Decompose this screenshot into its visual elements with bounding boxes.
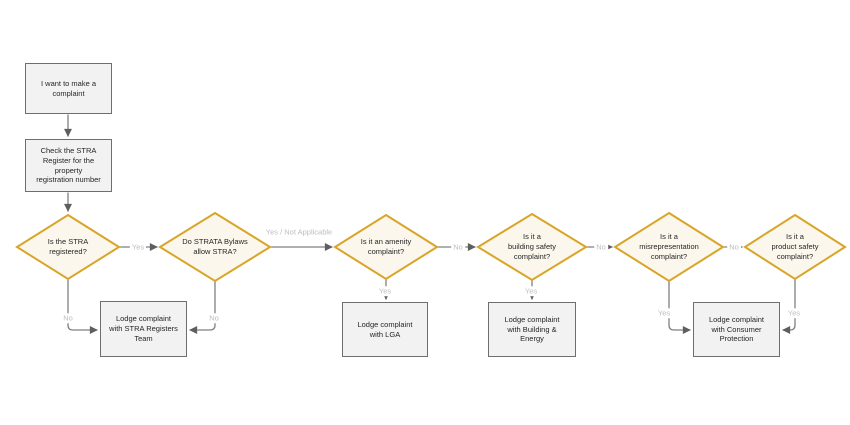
- outcome-lga: Lodge complaint with LGA: [342, 302, 428, 357]
- decision-shape-product-safety: [743, 213, 847, 281]
- edge-label-building-yes: Yes: [522, 286, 540, 296]
- edge-label-misrep-no: No: [727, 242, 741, 252]
- edge-label-bylaws-no: No: [207, 313, 221, 323]
- connector-bylaws-no: [189, 281, 216, 334]
- decision-shape-misrepresentation: [613, 211, 725, 283]
- outcome-consumer-protection: Lodge complaint with Consumer Protection: [693, 302, 780, 357]
- decision-shape-building-safety: [476, 212, 588, 282]
- connector-registered-no: [67, 279, 98, 334]
- decision-misrepresentation-label: Is it a misrepresentation complaint?: [639, 232, 699, 261]
- connector-product-yes: [782, 279, 796, 334]
- decision-product-safety-label: Is it a product safety complaint?: [771, 232, 819, 261]
- decision-building-safety-label: Is it a building safety complaint?: [508, 232, 556, 261]
- edge-label-registered-yes: Yes: [129, 242, 147, 252]
- decision-shape-strata-bylaws: [158, 211, 272, 283]
- decision-strata-bylaws-label: Do STRATA Bylaws allow STRA?: [182, 237, 248, 256]
- decision-stra-registered-label: Is the STRA registered?: [47, 237, 89, 256]
- edge-label-amenity-no: No: [451, 242, 465, 252]
- outcome-building-energy: Lodge complaint with Building & Energy: [488, 302, 576, 357]
- check-register-node: Check the STRA Register for the property…: [25, 139, 112, 192]
- edge-label-misrep-yes: Yes: [655, 308, 673, 318]
- decision-shape-stra-registered: [15, 213, 121, 281]
- edge-label-amenity-yes: Yes: [376, 286, 394, 296]
- decision-shape-amenity: [333, 213, 439, 281]
- connector-misrep-yes: [668, 281, 691, 334]
- edge-label-registered-no: No: [61, 313, 75, 323]
- start-node: I want to make a complaint: [25, 63, 112, 114]
- edge-label-bylaws-yes-na: Yes / Not Applicable: [263, 227, 335, 237]
- decision-amenity-label: Is it an amenity complaint?: [360, 237, 412, 256]
- outcome-stra-registers-team: Lodge complaint with STRA Registers Team: [100, 301, 187, 357]
- edge-label-product-yes: Yes: [785, 308, 803, 318]
- edge-label-building-no: No: [594, 242, 608, 252]
